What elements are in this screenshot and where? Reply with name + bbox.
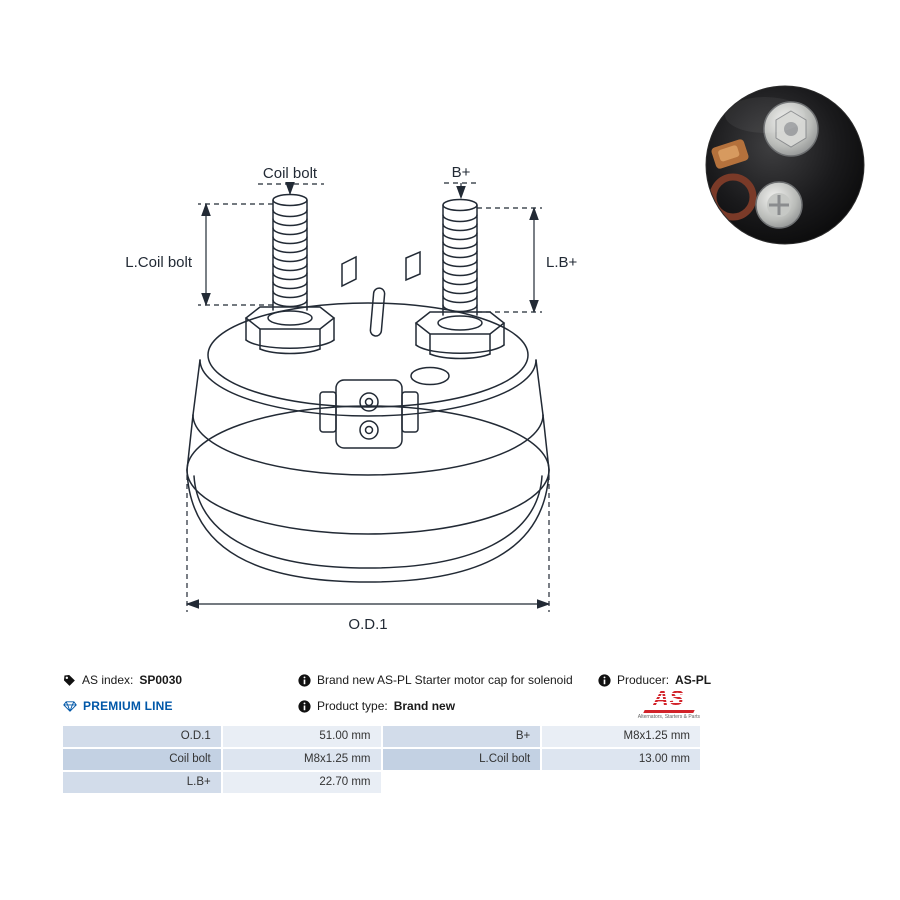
product-type: Product type: Brand new xyxy=(298,699,598,713)
spec-label-cell: B+ xyxy=(382,726,541,747)
l-b-plus-label: L.B+ xyxy=(546,254,578,271)
coil-bolt-stud xyxy=(244,193,336,355)
tag-icon xyxy=(63,674,75,686)
logo-subtitle: Alternators, Starters & Parts xyxy=(637,714,700,720)
dimension-l-b-plus xyxy=(477,206,542,314)
spec-table: O.D.1 51.00 mm B+ M8x1.25 mm Coil bolt M… xyxy=(63,726,700,793)
technical-drawing: Coil bolt B+ L.Coil bolt L.B+ O.D.1 xyxy=(125,164,578,633)
label-leaders xyxy=(258,182,480,200)
spec-value-cell: 22.70 mm xyxy=(222,772,381,793)
spec-label-cell: O.D.1 xyxy=(63,726,221,747)
description-text: Brand new AS-PL Starter motor cap for so… xyxy=(317,673,573,687)
spec-label-cell: L.Coil bolt xyxy=(382,749,541,770)
as-index: AS index: SP0030 xyxy=(63,673,298,687)
spec-value-cell: M8x1.25 mm xyxy=(222,749,381,770)
copper-terminal xyxy=(711,139,749,169)
diamond-icon xyxy=(63,700,77,712)
spec-label-cell xyxy=(383,772,541,793)
premium-line-label: PREMIUM LINE xyxy=(83,699,173,713)
spec-label-cell: Coil bolt xyxy=(63,749,221,770)
as-pl-logo: AS Alternators, Starters & Parts xyxy=(638,688,700,720)
product-description: Brand new AS-PL Starter motor cap for so… xyxy=(298,673,598,687)
od1-label: O.D.1 xyxy=(348,616,387,633)
bottom-bolt xyxy=(755,181,803,229)
product-info: AS index: SP0030 Brand new AS-PL Starter… xyxy=(63,667,711,720)
b-plus-label: B+ xyxy=(452,164,471,181)
top-bolt xyxy=(763,101,819,157)
product-type-value: Brand new xyxy=(393,699,456,713)
spec-value-cell xyxy=(542,772,700,793)
logo-text: AS xyxy=(653,687,685,710)
spec-value-cell: 13.00 mm xyxy=(542,749,700,770)
as-index-label: AS index: xyxy=(82,673,134,687)
logo-bar xyxy=(643,710,695,713)
dimension-l-coil-bolt xyxy=(198,202,273,307)
product-photo xyxy=(705,85,865,245)
solenoid-cap-body xyxy=(186,250,550,583)
coil-bolt-label: Coil bolt xyxy=(263,165,318,182)
spec-value-cell: M8x1.25 mm xyxy=(542,726,700,747)
l-coil-bolt-label: L.Coil bolt xyxy=(125,254,193,271)
info-icon xyxy=(298,699,311,713)
b-plus-stud xyxy=(414,198,506,360)
spec-label-cell: L.B+ xyxy=(63,772,221,793)
spec-value-cell: 51.00 mm xyxy=(222,726,381,747)
producer: Producer: AS-PL xyxy=(598,673,711,687)
info-icon xyxy=(598,673,611,687)
premium-line: PREMIUM LINE xyxy=(63,699,298,713)
producer-value: AS-PL xyxy=(675,673,712,687)
dimension-od1 xyxy=(185,475,551,612)
producer-label: Producer: xyxy=(617,673,670,687)
info-icon xyxy=(298,673,311,687)
product-type-label: Product type: xyxy=(317,699,388,713)
as-index-value: SP0030 xyxy=(139,673,183,687)
